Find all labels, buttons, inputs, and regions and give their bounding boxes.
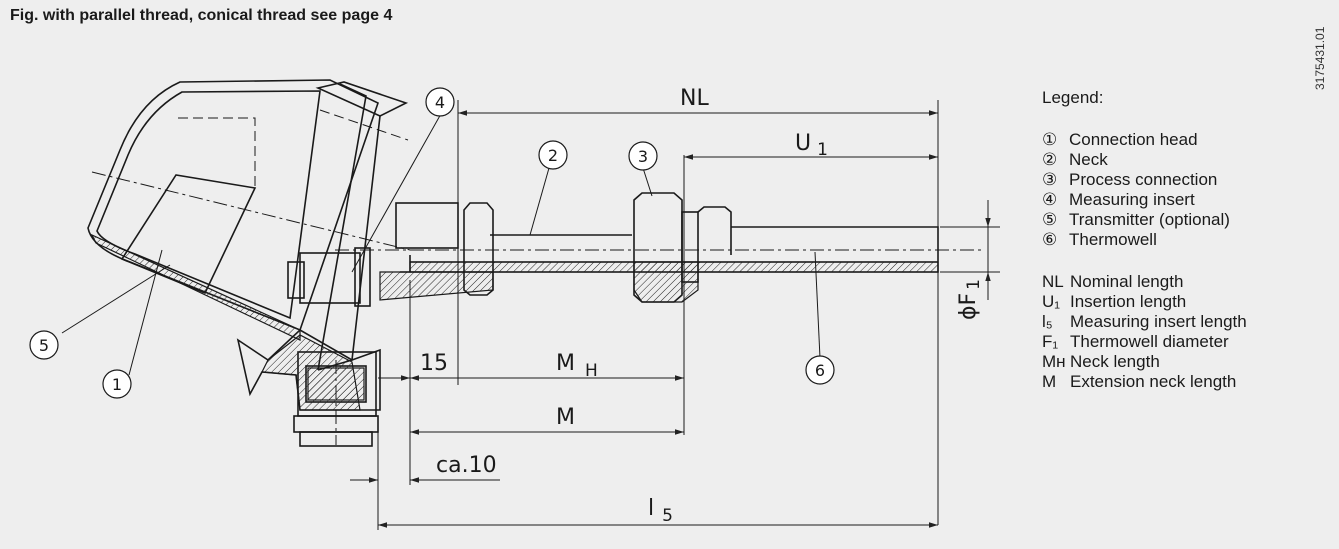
legend-abbreviation: NL Nominal length [1042, 272, 1247, 292]
callout-2-label: 2 [548, 146, 558, 165]
callout-1: 1 [102, 369, 132, 399]
legend-abbreviation-code: U₁ [1042, 292, 1061, 311]
legend-abbreviation: U₁ Insertion length [1042, 292, 1247, 312]
legend-item-label: Connection head [1069, 130, 1198, 149]
legend-abbreviation-code: Mʜ [1042, 352, 1066, 371]
legend-item-label: Process connection [1069, 170, 1218, 189]
legend-item-label: Thermowell [1069, 230, 1157, 249]
section-hatching [90, 233, 939, 411]
dim-m-label: M [556, 405, 575, 430]
legend-abbreviation-label: Nominal length [1070, 272, 1184, 291]
callouts: 1 2 3 4 5 6 [29, 87, 835, 399]
legend-item-label: Measuring insert [1069, 190, 1195, 209]
legend-item-number: ④ [1042, 190, 1058, 209]
legend-item: ⑤ Transmitter (optional) [1042, 210, 1247, 230]
legend-item: ④ Measuring insert [1042, 190, 1247, 210]
legend-abbreviation: l₅ Measuring insert length [1042, 312, 1247, 332]
legend-item-label: Transmitter (optional) [1069, 210, 1230, 229]
legend-item-number: ⑤ [1042, 210, 1058, 229]
callout-6-label: 6 [815, 361, 825, 380]
legend-title: Legend: [1042, 88, 1104, 107]
figure-caption: Fig. with parallel thread, conical threa… [10, 7, 393, 24]
callout-3: 3 [628, 141, 658, 171]
legend-item-number: ① [1042, 130, 1058, 149]
dim-ca10-label: ca.10 [436, 453, 497, 478]
callout-6: 6 [805, 355, 835, 385]
dim-15-label: 15 [420, 351, 448, 376]
legend-abbreviation-label: Extension neck length [1070, 372, 1237, 391]
legend-abbreviation-code: l₅ [1042, 312, 1053, 331]
callout-3-label: 3 [638, 147, 648, 166]
legend-item-number: ⑥ [1042, 230, 1058, 249]
legend-item: ⑥ Thermowell [1042, 230, 1247, 250]
legend-abbreviation: F₁ Thermowell diameter [1042, 332, 1247, 352]
legend-abbreviation-label: Measuring insert length [1070, 312, 1247, 331]
legend-item: ③ Process connection [1042, 170, 1247, 190]
legend-abbreviation-label: Insertion length [1070, 292, 1187, 311]
callout-4-label: 4 [435, 93, 445, 112]
callout-2: 2 [538, 140, 568, 170]
legend-abbreviation-label: Neck length [1070, 352, 1160, 371]
callout-5: 5 [29, 330, 59, 360]
callout-5-label: 5 [39, 336, 49, 355]
legend-item: ② Neck [1042, 150, 1247, 170]
legend: Legend: ① Connection head ② Neck ③ Process … [1042, 88, 1247, 392]
legend-item-number: ② [1042, 150, 1058, 169]
legend-abbreviation-code: F₁ [1042, 332, 1059, 351]
legend-abbreviation-code: M [1042, 372, 1057, 391]
legend-item-label: Neck [1069, 150, 1108, 169]
legend-abbreviation-code: NL [1042, 272, 1064, 291]
legend-item-number: ③ [1042, 170, 1058, 189]
dim-f1-label: ϕF1 [956, 279, 984, 320]
dimension-lines [61, 100, 1000, 530]
legend-abbreviation-label: Thermowell diameter [1070, 332, 1229, 351]
hidden-lines [178, 109, 409, 188]
dim-nl-label: NL [680, 86, 709, 111]
centre-lines [91, 171, 985, 445]
callout-4: 4 [425, 87, 455, 117]
legend-item: ① Connection head [1042, 130, 1247, 150]
legend-abbreviation: M Extension neck length [1042, 372, 1247, 392]
callout-1-label: 1 [112, 375, 122, 394]
